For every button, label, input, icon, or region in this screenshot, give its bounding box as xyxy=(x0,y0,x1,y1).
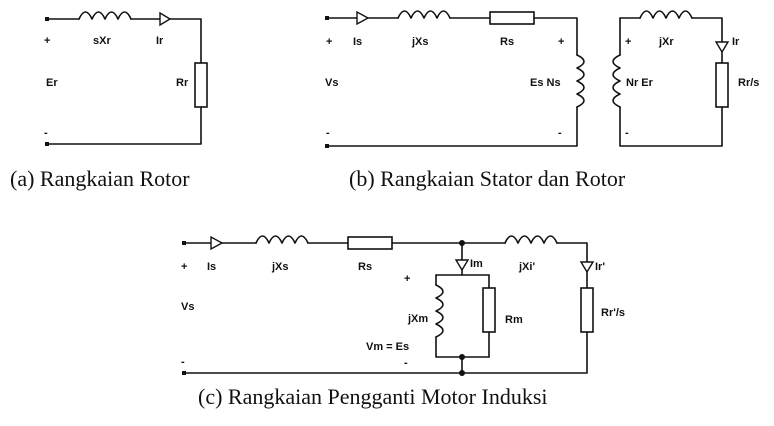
wire xyxy=(48,106,202,145)
minus-sign: - xyxy=(181,356,185,368)
terminal-bottom xyxy=(182,371,186,375)
label-jxs: jXs xyxy=(271,261,289,273)
plus-sign: + xyxy=(181,261,187,273)
node xyxy=(459,370,465,376)
node xyxy=(459,354,465,360)
current-arrow-icon xyxy=(159,11,172,27)
resistor-rr-s xyxy=(580,287,594,333)
terminal-bottom xyxy=(325,144,329,148)
minus-sign: - xyxy=(326,127,330,139)
label-rr-s: Rr/s xyxy=(738,77,759,89)
label-rm: Rm xyxy=(505,314,523,326)
plus-sign: + xyxy=(326,36,332,48)
current-arrow-icon xyxy=(579,261,595,274)
minus-sign: - xyxy=(558,127,562,139)
label-rs: Rs xyxy=(358,261,372,273)
label-jxm: jXm xyxy=(407,313,428,325)
resistor-rs xyxy=(489,11,535,25)
plus-sign: + xyxy=(404,273,410,285)
label-is: Is xyxy=(353,36,362,48)
label-is: Is xyxy=(207,261,216,273)
label-im: Im xyxy=(470,258,483,270)
current-arrow-icon xyxy=(210,235,224,251)
plus-sign: + xyxy=(558,36,564,48)
current-arrow-icon xyxy=(714,41,730,54)
inductor-sxr xyxy=(78,11,132,20)
label-ir-prime: Ir' xyxy=(595,261,605,273)
label-ir: Ir xyxy=(156,35,164,47)
inductor-jxs xyxy=(397,10,451,19)
terminal-bottom xyxy=(45,142,49,146)
minus-sign: - xyxy=(404,357,408,369)
label-sxr: sXr xyxy=(93,35,111,47)
rotor-circuit: + - Er sXr Ir Rr xyxy=(44,11,208,146)
label-jxr: jXr xyxy=(658,36,674,48)
label-vm-es: Vm = Es xyxy=(366,341,409,353)
label-vs: Vs xyxy=(325,77,338,89)
terminal-top xyxy=(45,17,49,21)
label-nr-er: Nr Er xyxy=(626,77,654,89)
terminal-top xyxy=(182,241,186,245)
plus-sign: + xyxy=(625,36,631,48)
stator-rotor-circuit: + - Vs Is jXs Rs + - Es Ns + - Nr Er jXr… xyxy=(325,10,759,148)
caption-c: (c) Rangkaian Pengganti Motor Induksi xyxy=(198,384,548,409)
label-rr-s: Rr'/s xyxy=(601,307,625,319)
label-rr: Rr xyxy=(176,77,189,89)
caption-a: (a) Rangkaian Rotor xyxy=(10,166,190,191)
inductor-jxm xyxy=(435,284,444,338)
rotor-winding xyxy=(612,54,621,108)
label-ir: Ir xyxy=(732,36,740,48)
terminal-top xyxy=(325,16,329,20)
label-vs: Vs xyxy=(181,301,194,313)
inductor-jxr xyxy=(639,10,693,19)
plus-sign: + xyxy=(44,35,50,47)
resistor-rs xyxy=(347,236,393,250)
current-arrow-icon xyxy=(356,10,370,26)
label-rs: Rs xyxy=(500,36,514,48)
resistor-rr-s xyxy=(715,62,729,108)
label-jxs: jXs xyxy=(411,36,429,48)
inductor-jxs xyxy=(255,235,309,244)
wire xyxy=(185,331,588,374)
wire xyxy=(328,106,578,147)
label-er: Er xyxy=(46,77,58,89)
resistor-rr xyxy=(194,62,208,108)
resistor-rm xyxy=(482,287,496,333)
inductor-jxi xyxy=(504,235,558,244)
caption-b: (b) Rangkaian Stator dan Rotor xyxy=(349,166,626,191)
equivalent-circuit: + - Vs Is jXs Rs Im + - jXm Rm Vm = Es j… xyxy=(181,235,625,376)
wire xyxy=(533,17,578,56)
minus-sign: - xyxy=(44,127,48,139)
wire xyxy=(619,106,723,147)
wire xyxy=(435,336,490,358)
minus-sign: - xyxy=(625,127,629,139)
current-arrow-icon xyxy=(454,259,470,272)
stator-winding xyxy=(576,54,585,108)
wire xyxy=(691,17,723,64)
label-es-ns: Es Ns xyxy=(530,77,561,89)
wire xyxy=(130,18,202,64)
label-jxi: jXi' xyxy=(518,261,535,273)
